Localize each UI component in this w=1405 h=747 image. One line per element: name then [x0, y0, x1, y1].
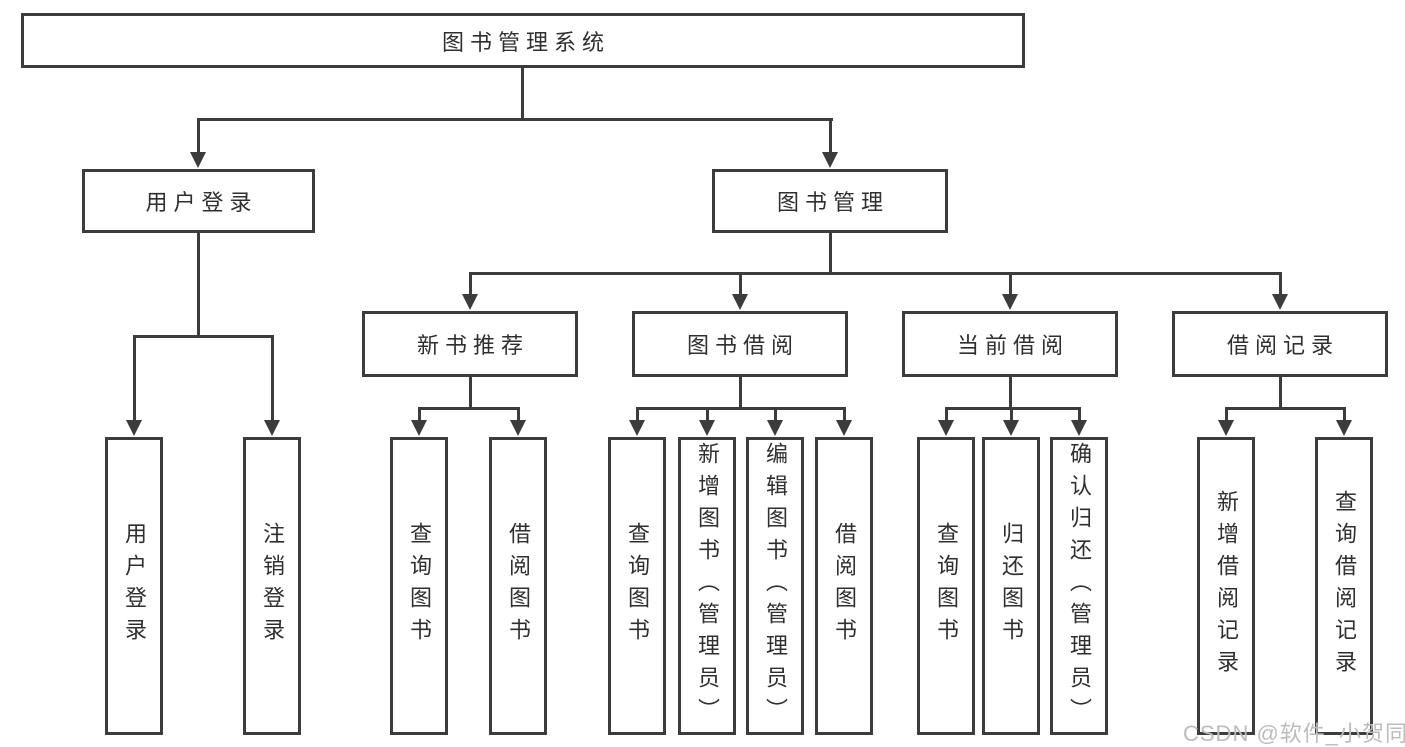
leaf-g2-query-books: 查询图书: [608, 437, 666, 735]
arrowhead-g2-c4: [836, 420, 852, 436]
connector-root-stem: [521, 68, 524, 118]
connector-g4-c1: [1225, 407, 1228, 421]
arrowhead-g1-c2: [510, 420, 526, 436]
arrowhead-current-borrow: [1002, 294, 1018, 310]
connector-g1-children: [418, 407, 520, 410]
arrowhead-new-book: [462, 294, 478, 310]
connector-level2: [197, 118, 833, 121]
leaf-g1-borrow-books: 借阅图书: [489, 437, 547, 735]
node-user-login: 用户登录: [82, 169, 315, 233]
connector-to-book-mgmt: [829, 118, 832, 154]
arrowhead-g3-c1: [938, 420, 954, 436]
connector-g1-stem: [469, 377, 472, 409]
connector-g3-c2: [1010, 407, 1013, 421]
connector-to-borrow-records: [1279, 272, 1282, 296]
connector-g3-c3: [1078, 407, 1081, 421]
leaf-g3-return-books: 归还图书: [982, 437, 1040, 735]
connector-g4-children: [1225, 407, 1346, 410]
leaf-g3-confirm-return-admin: 确认归还（管理员）: [1050, 437, 1108, 735]
arrowhead-login-leaf: [126, 420, 142, 436]
connector-to-logout-leaf: [271, 335, 274, 420]
connector-g3-c1: [945, 407, 948, 421]
leaf-g1-query-books: 查询图书: [390, 437, 448, 735]
arrowhead-g1-c1: [411, 420, 427, 436]
node-book-mgmt: 图书管理: [712, 169, 948, 233]
connector-g2-c4: [843, 407, 846, 421]
arrowhead-book-mgmt: [822, 152, 838, 168]
leaf-g4-add-borrow-record: 新增借阅记录: [1197, 437, 1255, 735]
arrowhead-g4-c2: [1336, 420, 1352, 436]
connector-to-current-borrow: [1009, 272, 1012, 296]
connector-g1-c1: [418, 407, 421, 421]
leaf-g2-add-books-admin: 新增图书（管理员）: [678, 437, 736, 735]
connector-user-login-children: [133, 335, 274, 338]
connector-g2-stem: [739, 377, 742, 409]
connector-to-book-borrow: [739, 272, 742, 296]
arrowhead-g3-c3: [1071, 420, 1087, 436]
arrowhead-logout-leaf: [264, 420, 280, 436]
connector-g2-c3: [774, 407, 777, 421]
connector-g3-children: [945, 407, 1081, 410]
connector-to-user-login: [197, 118, 200, 154]
watermark: CSDN @软件_小贺同学: [1183, 721, 1405, 746]
arrowhead-g3-c2: [1003, 420, 1019, 436]
connector-g4-stem: [1279, 377, 1282, 409]
arrowhead-g4-c1: [1218, 420, 1234, 436]
connector-to-login-leaf: [133, 335, 136, 420]
leaf-logout: 注销登录: [243, 437, 301, 735]
connector-g3-stem: [1009, 377, 1012, 409]
connector-g2-c1: [636, 407, 639, 421]
leaf-user-login: 用户登录: [105, 437, 163, 735]
arrowhead-borrow-records: [1272, 294, 1288, 310]
node-root: 图书管理系统: [21, 13, 1025, 68]
node-current-borrow: 当前借阅: [902, 311, 1118, 377]
arrowhead-g2-c2: [699, 420, 715, 436]
arrowhead-g2-c1: [629, 420, 645, 436]
connector-user-login-stem: [197, 233, 200, 335]
arrowhead-book-borrow: [732, 294, 748, 310]
connector-g2-children: [636, 407, 846, 410]
leaf-g2-edit-books-admin: 编辑图书（管理员）: [746, 437, 804, 735]
node-new-book-rec: 新书推荐: [362, 311, 578, 377]
connector-level3: [469, 272, 1282, 275]
node-book-borrow: 图书借阅: [632, 311, 848, 377]
connector-g4-c2: [1343, 407, 1346, 421]
leaf-g2-borrow-books: 借阅图书: [815, 437, 873, 735]
connector-book-mgmt-stem: [829, 233, 832, 274]
connector-g2-c2: [706, 407, 709, 421]
connector-to-new-book: [469, 272, 472, 296]
node-borrow-records: 借阅记录: [1172, 311, 1388, 377]
arrowhead-g2-c3: [767, 420, 783, 436]
leaf-g3-query-books: 查询图书: [917, 437, 975, 735]
leaf-g4-query-borrow-record: 查询借阅记录: [1315, 437, 1373, 735]
arrowhead-user-login: [190, 152, 206, 168]
connector-g1-c2: [517, 407, 520, 421]
